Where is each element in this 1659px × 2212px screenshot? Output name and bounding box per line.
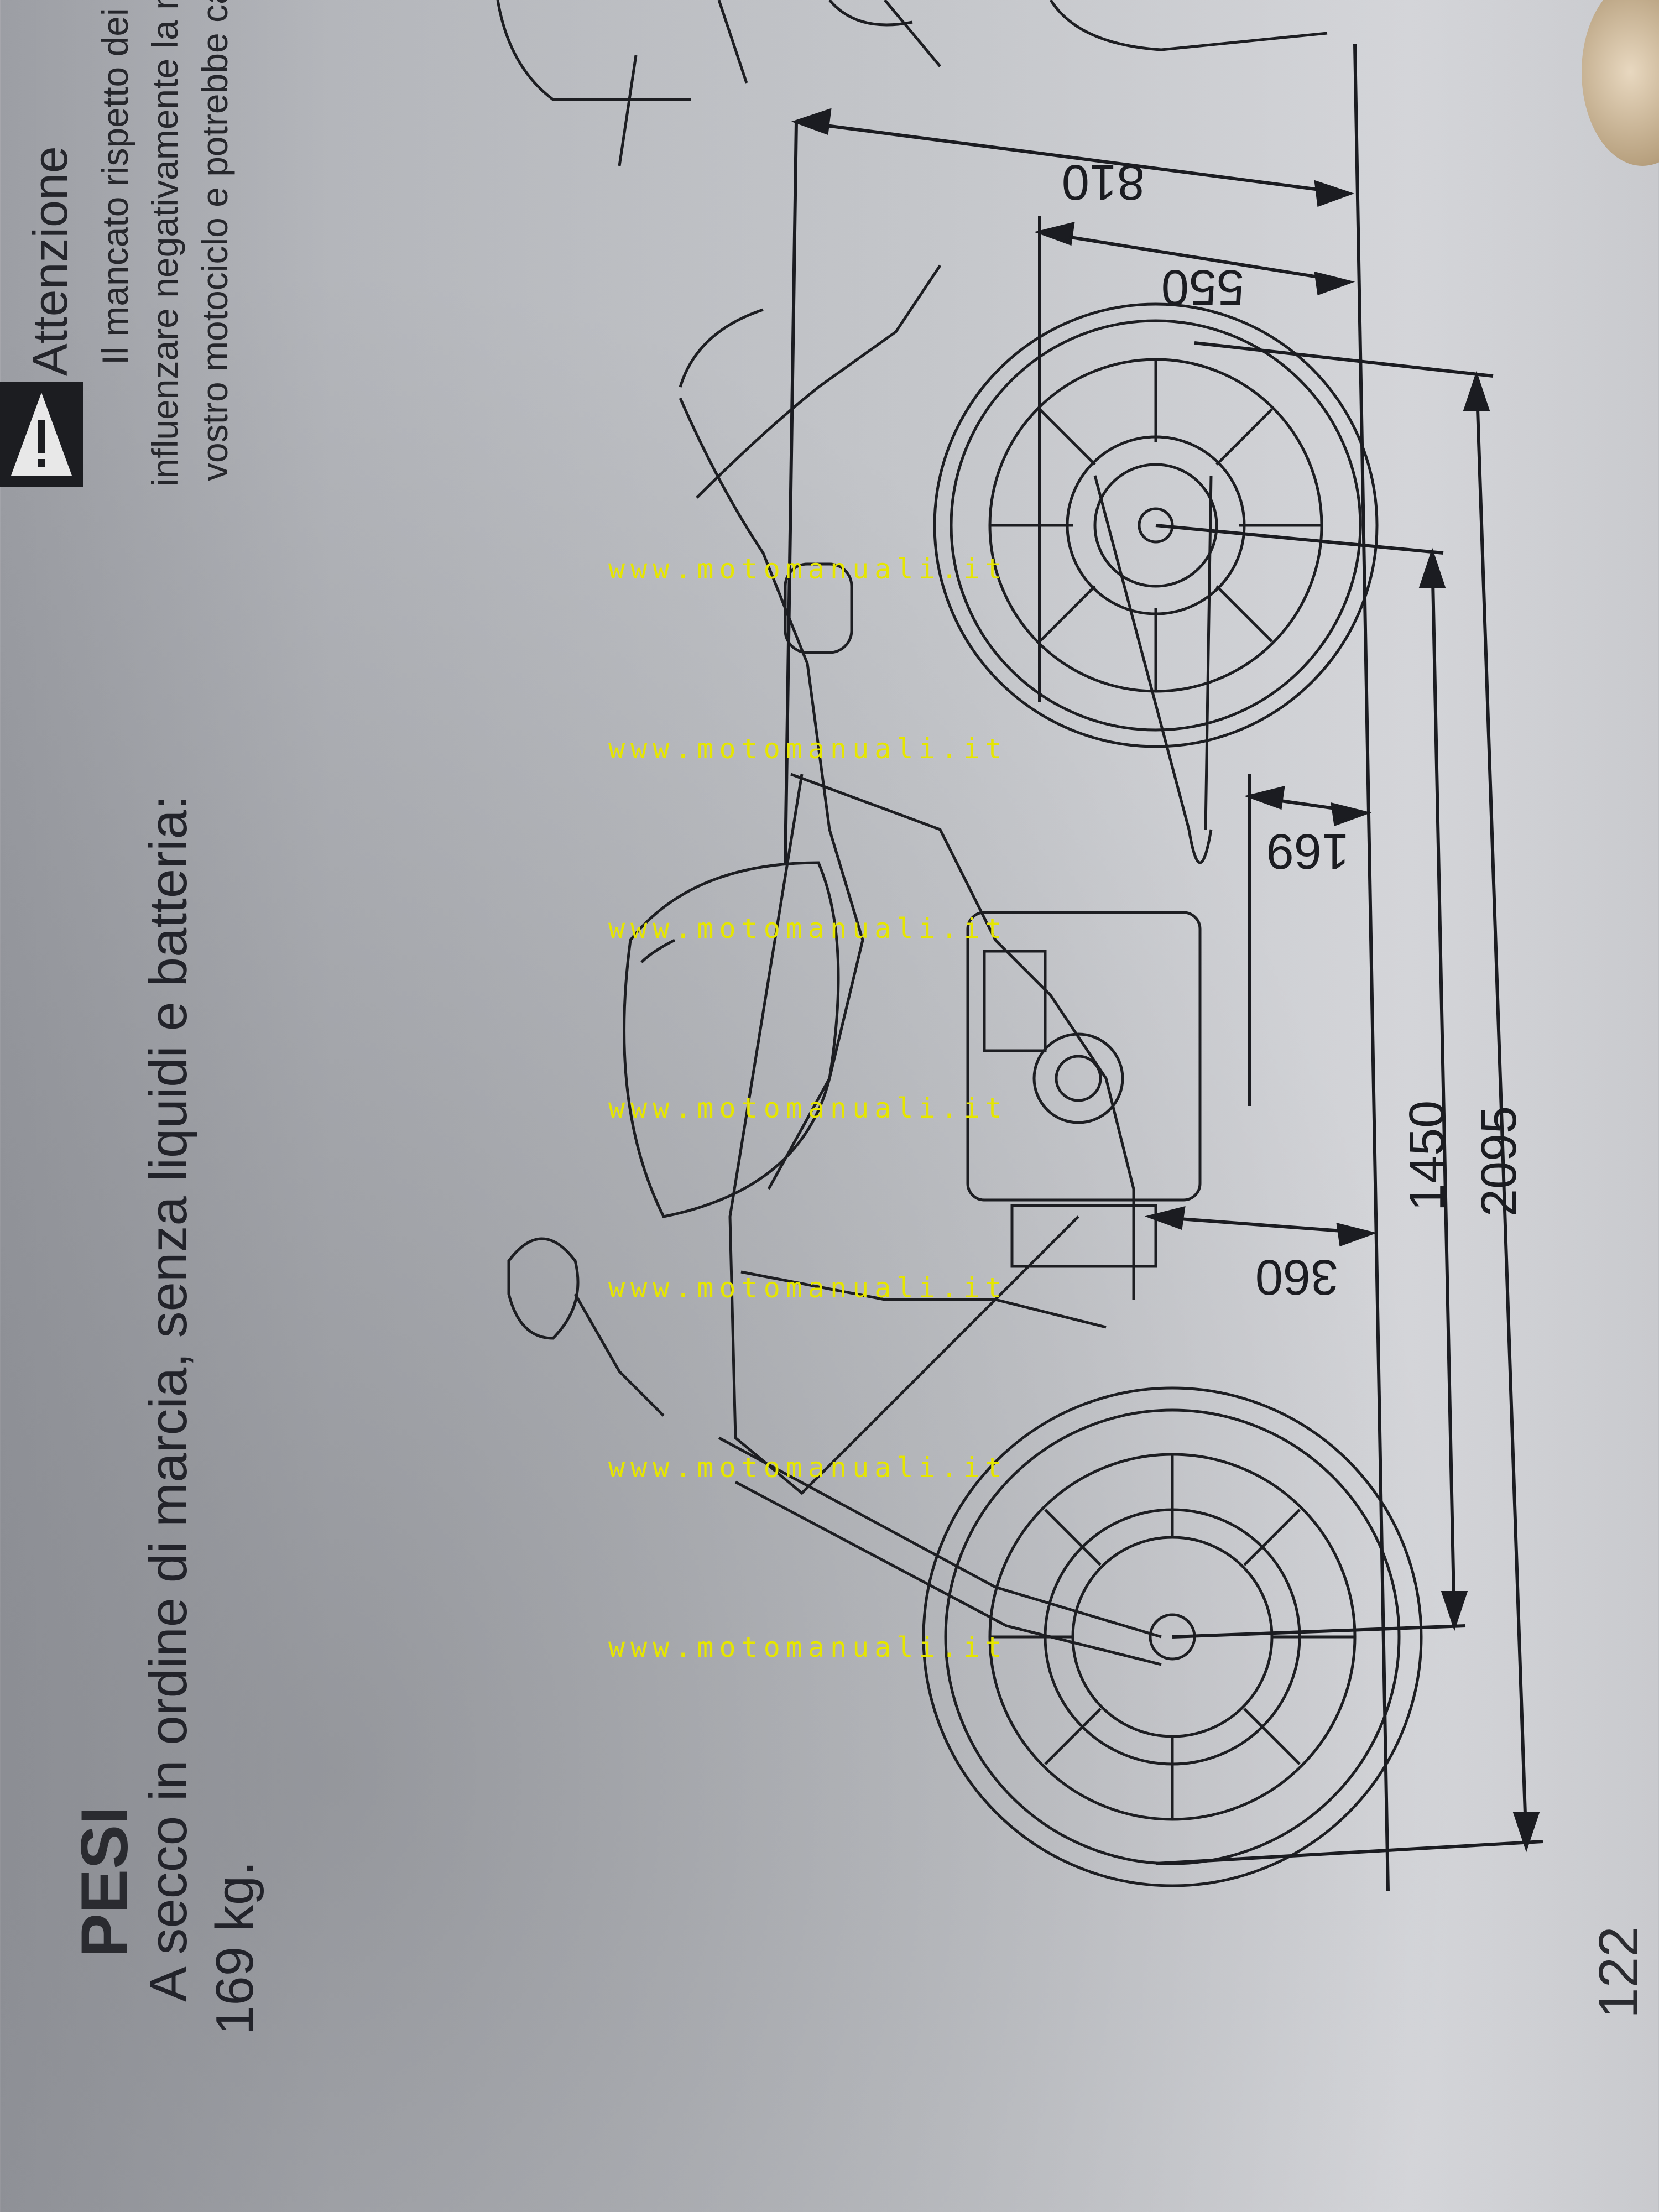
watermark-2: www.motomanuali.it: [608, 733, 1008, 765]
dim-label-2095: 2095: [1472, 1105, 1527, 1217]
dim-label-1450: 1450: [1400, 1100, 1455, 1211]
ground-line: [1353, 44, 1390, 1892]
dim-1450-line: [1431, 552, 1456, 1626]
dim-label-810: 810: [1061, 154, 1145, 210]
warning-triangle-icon: [0, 382, 83, 487]
watermark-1: www.motomanuali.it: [608, 553, 1008, 585]
dim-label-169: 169: [1266, 823, 1349, 879]
watermark-7: www.motomanuali.it: [608, 1631, 1008, 1663]
watermark-5: www.motomanuali.it: [608, 1272, 1008, 1304]
dim-550-line: [1039, 231, 1350, 284]
page-number: 122: [1588, 1926, 1650, 2018]
watermark-4: www.motomanuali.it: [608, 1092, 1008, 1124]
dim-label-550: 550: [1161, 259, 1244, 315]
watermark-6: www.motomanuali.it: [608, 1452, 1008, 1484]
rear-wheel: [933, 302, 1379, 748]
dim-2095-line: [1475, 375, 1528, 1848]
dim-label-360: 360: [1255, 1249, 1338, 1305]
watermark-3: www.motomanuali.it: [608, 912, 1008, 945]
dim-360-line: [1150, 1215, 1372, 1235]
dim-810-line: [796, 120, 1350, 195]
